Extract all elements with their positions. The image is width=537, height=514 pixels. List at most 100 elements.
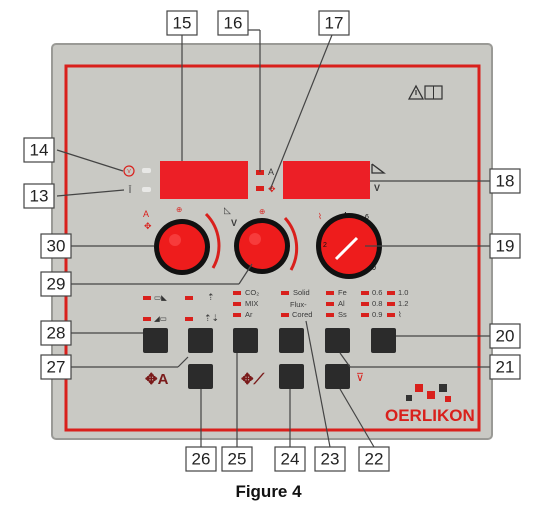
knob2-mode-icon: ⊕: [259, 207, 265, 216]
vrd-indicator-led: [142, 168, 151, 173]
button-22[interactable]: [325, 364, 350, 389]
vrd-led-text: V: [127, 169, 131, 175]
button-25[interactable]: [233, 328, 258, 353]
mode-2t-led: [143, 296, 151, 300]
callout-14: 14: [30, 141, 49, 160]
dia-09-label: 0.9: [372, 310, 382, 319]
callout-29: 29: [47, 275, 66, 294]
gas-co2-led: [233, 291, 241, 295]
wire-flux-label: Flux-: [290, 300, 307, 309]
dia-custom-icon: ⌇: [398, 310, 402, 319]
wire-solid-label: Solid: [293, 288, 310, 297]
dia-12-led: [387, 302, 395, 306]
knob1-amps-label: A: [143, 209, 149, 219]
manual-mode-icon: ▭◣: [154, 293, 168, 302]
dia-12-label: 1.2: [398, 299, 408, 308]
program-knob-pointer: [334, 236, 359, 261]
svg-text:4: 4: [343, 212, 347, 219]
wire-feed-speed-icon: ✥: [268, 184, 276, 194]
inch-amps-label: ✥A: [145, 371, 169, 388]
trigger-4t-icon: ⇡⇣: [204, 313, 219, 323]
dia-06-led: [361, 291, 369, 295]
dia-08-led: [361, 302, 369, 306]
callout-20: 20: [496, 327, 515, 346]
voltage-unit-label: V: [374, 183, 380, 193]
gas-mix-label: MIX: [245, 299, 258, 308]
mat-al-label: Al: [338, 299, 345, 308]
callout-22: 22: [365, 450, 384, 469]
gas-co2-label: CO₂: [245, 288, 259, 297]
callout-boxes: [23, 10, 521, 472]
svg-text:2: 2: [323, 242, 327, 249]
voltage-display: [283, 161, 370, 199]
dia-10-led: [387, 291, 395, 295]
knob3-program-icon: ⌇: [318, 212, 322, 221]
callout-17: 17: [325, 14, 344, 33]
trigger-4t-led: [185, 317, 193, 321]
arc-length-icon: [371, 163, 386, 174]
mat-al-led: [326, 302, 334, 306]
button-21[interactable]: [325, 328, 350, 353]
inch-ramp-icon: ✥⟋: [241, 371, 266, 388]
knob1-scale-arc: [204, 212, 221, 269]
callout-15: 15: [173, 14, 192, 33]
voltage-knob[interactable]: [239, 223, 285, 269]
callout-13: 13: [30, 187, 49, 206]
button-28[interactable]: [143, 328, 168, 353]
figure-caption: Figure 4: [235, 482, 302, 501]
warning-manual-icon: [407, 84, 443, 100]
knob1-mode-icon: ⊕: [176, 205, 182, 214]
wire-cored-label: Cored: [292, 310, 312, 319]
callout-19: 19: [496, 237, 515, 256]
amps-led-label: A: [268, 167, 274, 177]
knob2-scale-arc: [283, 216, 299, 271]
callout-21: 21: [496, 358, 515, 377]
callout-18: 18: [496, 172, 515, 191]
wire-solid-led: [281, 291, 289, 295]
knob2-arc-icon: ◺: [224, 205, 231, 215]
wire-cored-led: [281, 313, 289, 317]
oerlikon-logo-mark: [406, 384, 451, 402]
mat-ss-label: Ss: [338, 310, 347, 319]
callout-28: 28: [47, 324, 66, 343]
dia-10-label: 1.0: [398, 288, 408, 297]
trigger-2t-icon: ⇡: [207, 292, 215, 302]
callout-23: 23: [321, 450, 340, 469]
gas-mix-led: [233, 302, 241, 306]
callout-30: 30: [47, 237, 66, 256]
gas-ar-led: [233, 313, 241, 317]
thermal-indicator-led: [142, 187, 151, 192]
callout-26: 26: [192, 450, 211, 469]
knob1-wire-speed-icon: ✥: [144, 221, 152, 231]
button-23[interactable]: [279, 328, 304, 353]
dia-08-label: 0.8: [372, 299, 382, 308]
thermal-icon: Ī: [129, 185, 132, 195]
trigger-2t-led: [185, 296, 193, 300]
callout-16: 16: [224, 14, 243, 33]
dia-custom-led: [387, 313, 395, 317]
amperage-knob[interactable]: [159, 224, 205, 270]
burnback-icon: ⊽: [356, 372, 364, 384]
amps-led: [256, 170, 264, 175]
current-display: [160, 161, 248, 199]
svg-text:6: 6: [365, 214, 369, 221]
callout-24: 24: [281, 450, 300, 469]
knob2-volts-label: V: [231, 218, 237, 228]
vrd-led-icon: [123, 165, 135, 177]
synergic-mode-icon: ◢▭: [154, 314, 167, 323]
callout-27: 27: [47, 358, 66, 377]
dia-09-led: [361, 313, 369, 317]
mode-synergic-led: [143, 317, 151, 321]
svg-text:0: 0: [372, 265, 376, 272]
callout-25: 25: [228, 450, 247, 469]
button-20[interactable]: [371, 328, 396, 353]
inch-amps-letter: A: [158, 371, 169, 388]
mat-ss-led: [326, 313, 334, 317]
button-24[interactable]: [279, 364, 304, 389]
gas-ar-label: Ar: [245, 310, 253, 319]
button-27[interactable]: [188, 328, 213, 353]
mat-fe-label: Fe: [338, 288, 347, 297]
button-26[interactable]: [188, 364, 213, 389]
wire-speed-led: [256, 186, 264, 191]
